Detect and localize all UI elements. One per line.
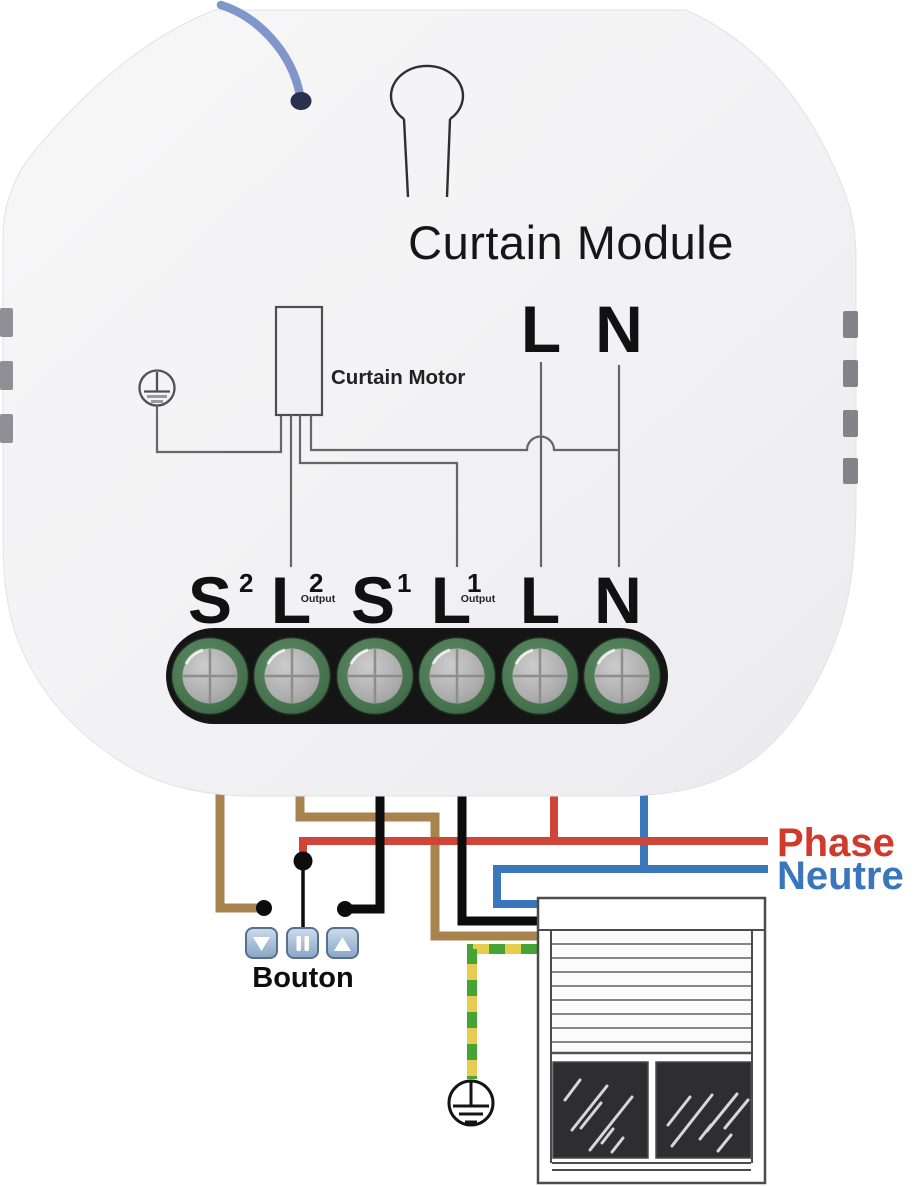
terminal-label-s1: S bbox=[351, 563, 395, 637]
phase-line bbox=[299, 837, 768, 853]
vent-slits-left bbox=[0, 308, 13, 443]
vent-slits-right bbox=[843, 311, 858, 484]
terminal-block bbox=[166, 628, 668, 724]
terminal-label-n: N bbox=[594, 563, 642, 637]
pause-button bbox=[286, 927, 319, 959]
terminal-label-l2: L bbox=[271, 563, 311, 637]
neutre-label: Neutre bbox=[777, 854, 904, 898]
junction-dot bbox=[293, 851, 313, 871]
down-arrow-icon bbox=[253, 937, 270, 951]
earth-trace bbox=[155, 406, 283, 454]
terminal-sub-l1: Output bbox=[461, 593, 496, 605]
terminal-screw bbox=[170, 636, 250, 716]
internal-schematic: Curtain Motor L N bbox=[138, 292, 643, 567]
wire-s2-to-down-button bbox=[215, 752, 258, 913]
pause-icon bbox=[296, 936, 301, 951]
terminal-sup-s2: 2 bbox=[239, 568, 253, 598]
n-input-label: N bbox=[595, 292, 643, 366]
down-button bbox=[245, 927, 278, 959]
black-wires bbox=[346, 752, 537, 926]
trace-motor-to-l1 bbox=[298, 415, 459, 567]
wire-l1-to-shutter bbox=[457, 752, 537, 926]
antenna-wire bbox=[216, 0, 312, 110]
shutter-slats bbox=[552, 931, 751, 1055]
earth-ground-icon bbox=[447, 1079, 495, 1127]
earth-wire-yellow bbox=[467, 944, 537, 1079]
trace-motor-to-n bbox=[309, 415, 619, 452]
terminal-label-s2: S bbox=[188, 563, 232, 637]
glass-reflections bbox=[563, 1078, 750, 1154]
glass-pane-right bbox=[655, 1061, 752, 1159]
terminal-label-l1: L bbox=[431, 563, 471, 637]
terminal-screw bbox=[582, 636, 662, 716]
terminal-screw bbox=[335, 636, 415, 716]
earth-ground-icon-top bbox=[138, 369, 176, 407]
window-panes bbox=[552, 1061, 752, 1159]
terminal-screw bbox=[500, 636, 580, 716]
wall-switch: Bouton bbox=[245, 927, 359, 994]
antenna-hole bbox=[290, 92, 312, 110]
device-body bbox=[2, 9, 857, 797]
terminal-screw bbox=[252, 636, 332, 716]
terminal-screw bbox=[417, 636, 497, 716]
terminal-sup-l2: 2 bbox=[309, 568, 323, 598]
device-title: Curtain Module bbox=[408, 216, 734, 269]
phase-label: Phase bbox=[777, 821, 895, 865]
earth-wire bbox=[467, 944, 537, 1079]
up-arrow-icon bbox=[334, 937, 351, 951]
pause-icon bbox=[304, 936, 309, 951]
junction-dot bbox=[256, 900, 272, 916]
junction-dot bbox=[337, 901, 353, 917]
terminal-labels: S 2 L 2 Output S 1 L 1 Output L N bbox=[188, 563, 642, 637]
curtain-motor-label: Curtain Motor bbox=[331, 366, 465, 389]
external-wiring: Phase Neutre Bouton bbox=[215, 752, 904, 1185]
keyhole-slot-icon bbox=[389, 64, 465, 198]
wire-s1-to-up-button bbox=[346, 752, 385, 914]
terminal-sup-s1: 1 bbox=[397, 568, 411, 598]
up-button bbox=[326, 927, 359, 959]
terminal-sub-l2: Output bbox=[301, 593, 336, 605]
neutre-line bbox=[493, 865, 768, 908]
terminal-label-l: L bbox=[520, 563, 560, 637]
curtain-motor-box bbox=[274, 305, 324, 417]
roller-shutter-window bbox=[536, 896, 767, 1185]
terminal-screws bbox=[170, 636, 662, 716]
terminal-sup-l1: 1 bbox=[467, 568, 481, 598]
bouton-label: Bouton bbox=[252, 962, 353, 994]
l-input-label: L bbox=[521, 292, 561, 366]
earth-wire-green bbox=[467, 944, 537, 1079]
glass-pane-left bbox=[552, 1061, 649, 1159]
curtain-module-device: Curtain Module Curtain Motor L N bbox=[0, 0, 858, 797]
